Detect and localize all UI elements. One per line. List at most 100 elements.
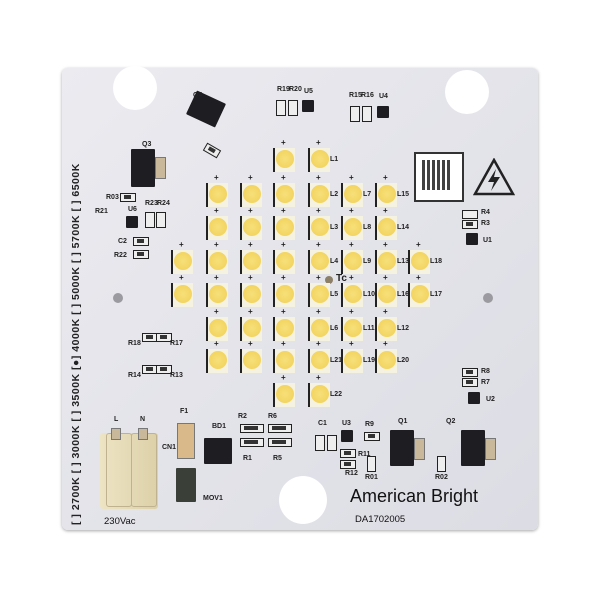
- label-r14: R14: [128, 372, 141, 379]
- led-chip: [240, 283, 262, 307]
- led-chip: [273, 250, 295, 274]
- led-chip: [341, 250, 363, 274]
- resistor: [350, 106, 360, 122]
- label-c1: C1: [318, 420, 327, 427]
- led-chip: [240, 349, 262, 373]
- resistor: [156, 365, 172, 374]
- label-bd1: BD1: [212, 423, 227, 430]
- led-chip: [206, 216, 228, 240]
- led-chip: [206, 349, 228, 373]
- led-label: L16: [397, 291, 410, 298]
- label-r21: R21: [95, 208, 108, 215]
- label-c2: C2: [118, 238, 127, 245]
- color-temperature-selector: [ ] 2700K [ ] 3000K [ ] 3500K [●] 4000K …: [70, 163, 82, 525]
- led-chip: [341, 349, 363, 373]
- polarity-mark: +: [214, 206, 219, 215]
- led-chip: [240, 250, 262, 274]
- resistor: [462, 210, 478, 219]
- polarity-mark: +: [383, 206, 388, 215]
- led-chip: [308, 183, 330, 207]
- polarity-mark: +: [248, 206, 253, 215]
- transistor-tab: [485, 438, 496, 460]
- capacitor: [327, 435, 337, 451]
- ic-u4: [377, 106, 389, 118]
- resistor: [268, 424, 292, 433]
- label-r7: R7: [481, 379, 490, 386]
- transistor-q1: [390, 430, 414, 466]
- polarity-mark: +: [281, 273, 286, 282]
- transistor-tab: [414, 438, 425, 460]
- label-r16: R16: [361, 92, 374, 99]
- label-u2: U2: [486, 396, 495, 403]
- led-label: L9: [363, 258, 372, 265]
- polarity-mark: +: [349, 206, 354, 215]
- led-label: L5: [330, 291, 339, 298]
- label-n: N: [140, 416, 146, 423]
- label-u4: U4: [379, 93, 388, 100]
- polarity-mark: +: [214, 273, 219, 282]
- led-label: L14: [397, 224, 410, 231]
- polarity-mark: +: [349, 240, 354, 249]
- resistor: [240, 438, 264, 447]
- input-voltage-label: 230Vac: [104, 516, 136, 527]
- led-chip: [273, 183, 295, 207]
- tc-label: Tc: [336, 273, 347, 284]
- led-chip: [273, 216, 295, 240]
- label-u3: U3: [342, 420, 351, 427]
- label-r9: R9: [365, 421, 374, 428]
- resistor: [156, 333, 172, 342]
- resistor: [462, 220, 478, 229]
- led-chip: [308, 317, 330, 341]
- label-q1: Q1: [398, 418, 408, 425]
- polarity-mark: +: [383, 240, 388, 249]
- polarity-mark: +: [248, 273, 253, 282]
- polarity-mark: +: [383, 173, 388, 182]
- led-chip: [308, 283, 330, 307]
- polarity-mark: +: [281, 138, 286, 147]
- capacitor: [133, 237, 149, 246]
- led-chip: [273, 349, 295, 373]
- label-r18: R18: [128, 340, 141, 347]
- mounting-hole: [279, 476, 327, 524]
- led-chip: [308, 383, 330, 407]
- resistor: [340, 449, 356, 458]
- resistor: [362, 106, 372, 122]
- polarity-mark: +: [316, 240, 321, 249]
- polarity-mark: +: [281, 240, 286, 249]
- led-chip: [375, 283, 397, 307]
- led-chip: [375, 216, 397, 240]
- label-r23: R23: [145, 200, 158, 207]
- led-chip: [341, 317, 363, 341]
- label-q2: Q2: [446, 418, 456, 425]
- polarity-mark: +: [316, 173, 321, 182]
- label-l: L: [114, 416, 119, 423]
- led-chip: [206, 317, 228, 341]
- polarity-mark: +: [214, 173, 219, 182]
- resistor: [156, 212, 166, 228]
- ic-u6: [126, 216, 138, 228]
- mounting-hole: [113, 66, 157, 110]
- label-r1: R1: [243, 455, 252, 462]
- label-r5: R5: [273, 455, 282, 462]
- polarity-mark: +: [281, 173, 286, 182]
- bridge-rectifier-bd1: [204, 438, 232, 464]
- polarity-mark: +: [349, 273, 354, 282]
- led-chip: [375, 349, 397, 373]
- polarity-mark: +: [316, 206, 321, 215]
- screw-hole: [113, 293, 123, 303]
- polarity-mark: +: [281, 206, 286, 215]
- led-chip: [273, 383, 295, 407]
- led-label: L12: [397, 325, 410, 332]
- led-chip: [206, 183, 228, 207]
- label-r15: R15: [349, 92, 362, 99]
- polarity-mark: +: [316, 273, 321, 282]
- led-label: L2: [330, 191, 339, 198]
- led-label: L20: [397, 357, 410, 364]
- ic-u1: [466, 233, 478, 245]
- led-chip: [341, 216, 363, 240]
- transistor-q2: [461, 430, 485, 466]
- led-chip: [273, 148, 295, 172]
- resistor: [145, 212, 155, 228]
- led-chip: [308, 216, 330, 240]
- led-chip: [341, 283, 363, 307]
